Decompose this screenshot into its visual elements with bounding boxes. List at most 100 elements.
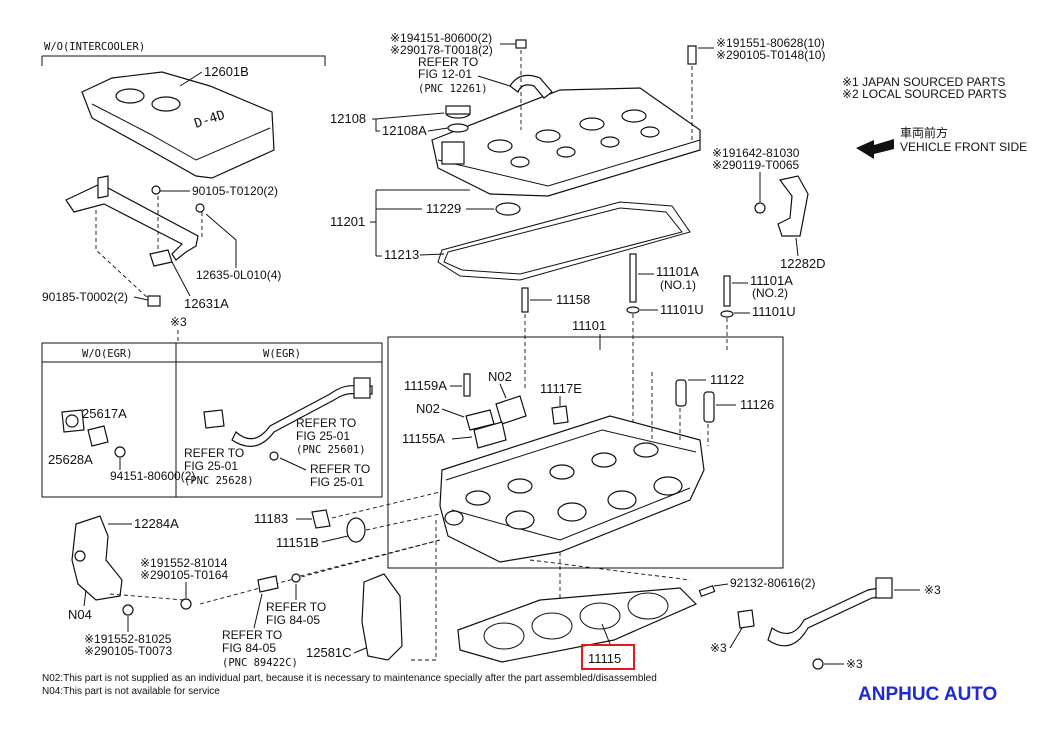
stud-92132 xyxy=(698,585,716,597)
cylinder-head-cover xyxy=(431,87,701,197)
tube-11126 xyxy=(703,391,715,423)
label-11115: 11115 xyxy=(588,651,621,666)
label-25628A: 25628A xyxy=(48,452,93,467)
label-11213: 11213 xyxy=(384,247,419,262)
bracket-12284A xyxy=(71,515,123,601)
front-arrow-icon xyxy=(856,139,894,159)
label-11151B: 11151B xyxy=(276,535,319,550)
label-290119: ※290119-T0065 xyxy=(712,158,800,172)
egr-refer-1: REFER TO xyxy=(296,416,356,430)
stud-194151 xyxy=(515,39,527,49)
egr-pnc-2: (PNC 25628) xyxy=(184,475,254,487)
sensor-89422C xyxy=(257,575,279,593)
ref-x3-nut: ※3 xyxy=(846,657,863,671)
label-11201: 11201 xyxy=(330,214,365,229)
engine-cover: D-4D xyxy=(81,71,275,179)
sleeve-11122 xyxy=(675,379,687,407)
label-90105-T0120: 90105-T0120(2) xyxy=(192,184,278,198)
stud-11158 xyxy=(521,287,529,313)
label-11117E: 11117E xyxy=(540,381,582,396)
fig-12: FIG 12-01 xyxy=(418,67,472,81)
label-90185: 90185-T0002(2) xyxy=(42,290,128,304)
ref-x3-gasket: ※3 xyxy=(710,641,727,655)
egr-refer-3: REFER TO xyxy=(310,462,370,476)
label-no1: (NO.1) xyxy=(660,278,696,292)
label-191552-81025: ※191552-81025 xyxy=(84,632,172,646)
legend-japan: ※1 JAPAN SOURCED PARTS xyxy=(842,75,1005,89)
egr-cover-25617A xyxy=(61,409,126,458)
label-11158: 11158 xyxy=(556,292,590,307)
label-194151: ※194151-80600(2) xyxy=(390,31,492,45)
egr-pipe-lower xyxy=(737,577,893,670)
head-gasket-11115 xyxy=(457,587,698,663)
label-92132: 92132-80616(2) xyxy=(730,576,815,590)
label-no2: (NO.2) xyxy=(752,286,788,300)
refer-84-a: REFER TO xyxy=(266,600,326,614)
head-bolt-no1 xyxy=(626,253,640,430)
note-n02: N02:This part is not supplied as an indi… xyxy=(42,673,657,684)
bracket-12631A xyxy=(65,175,203,301)
label-12631A: 12631A xyxy=(184,296,229,311)
label-191642: ※191642-81030 xyxy=(712,146,800,160)
watermark: ANPHUC AUTO xyxy=(858,684,997,705)
egr-fig-3: FIG 25-01 xyxy=(310,475,364,489)
label-12635: 12635-0L010(4) xyxy=(196,268,281,282)
egr-refer-2: REFER TO xyxy=(184,446,244,460)
cam-cap-lower xyxy=(473,421,507,449)
plug-seal-11229 xyxy=(495,202,521,216)
label-12284A: 12284A xyxy=(134,516,179,531)
egr-fig-1: FIG 25-01 xyxy=(296,429,350,443)
head-cover-gasket xyxy=(437,201,691,281)
cylinder-head xyxy=(439,415,705,563)
wo-intercooler-label: W/O(INTERCOOLER) xyxy=(44,41,145,53)
bracket-12282D xyxy=(777,175,809,237)
seal-11151B xyxy=(346,517,366,543)
cam-cap-upper xyxy=(495,395,527,425)
pnc-12261: (PNC 12261) xyxy=(418,83,488,95)
highlight-box-11115 xyxy=(581,644,635,670)
label-n04: N04 xyxy=(68,607,92,622)
label-12108A: 12108A xyxy=(382,123,427,138)
fig-84-b: FIG 84-05 xyxy=(222,641,276,655)
label-11101A-1: 11101A xyxy=(656,264,699,279)
nut-90185 xyxy=(147,295,161,307)
label-11183: 11183 xyxy=(254,511,288,526)
cylinder-head-frame xyxy=(387,336,784,569)
label-290105-T0164: ※290105-T0164 xyxy=(140,568,228,582)
legend-local: ※2 LOCAL SOURCED PARTS xyxy=(842,87,1007,101)
label-12601B: 12601B xyxy=(204,64,249,79)
bolt-11159A xyxy=(463,373,471,397)
label-11155A: 11155A xyxy=(402,431,445,446)
label-n02-b: N02 xyxy=(416,401,440,416)
head-bolt-no2 xyxy=(720,275,734,350)
label-290105-T0148: ※290105-T0148(10) xyxy=(716,48,825,62)
refer-12: REFER TO xyxy=(418,55,478,69)
plug-11183 xyxy=(311,509,331,529)
fig-84-a: FIG 84-05 xyxy=(266,613,320,627)
label-11159A: 11159A xyxy=(404,378,447,393)
ref-x3-pipe: ※3 xyxy=(924,583,941,597)
plug-11117E xyxy=(551,405,569,425)
w-egr-label: W(EGR) xyxy=(263,348,301,360)
label-n02-a: N02 xyxy=(488,369,512,384)
label-290178: ※290178-T0018(2) xyxy=(390,43,493,57)
egr-frame: W/O(EGR) W(EGR) xyxy=(41,342,383,498)
bolt-191551 xyxy=(687,45,697,65)
breather-hose xyxy=(509,74,553,99)
egr-pipe xyxy=(203,377,373,461)
label-11126: 11126 xyxy=(740,397,774,412)
label-12108: 12108 xyxy=(330,111,366,126)
cover-12581C xyxy=(361,573,403,661)
cap-gasket xyxy=(447,123,469,133)
label-11229: 11229 xyxy=(426,201,461,216)
label-11101A-2: 11101A xyxy=(750,273,793,288)
label-25617A: 25617A xyxy=(82,406,127,421)
label-94151: 94151-80600(2) xyxy=(110,469,195,483)
label-11101U-2: 11101U xyxy=(752,304,796,319)
wo-intercooler-frame: W/O(INTERCOOLER) xyxy=(41,41,326,66)
egr-pnc-1: (PNC 25601) xyxy=(296,444,366,456)
front-label-jp: 車両前方 xyxy=(900,125,948,140)
label-11122: 11122 xyxy=(710,372,744,387)
note-n04: N04:This part is not available for servi… xyxy=(42,686,220,697)
